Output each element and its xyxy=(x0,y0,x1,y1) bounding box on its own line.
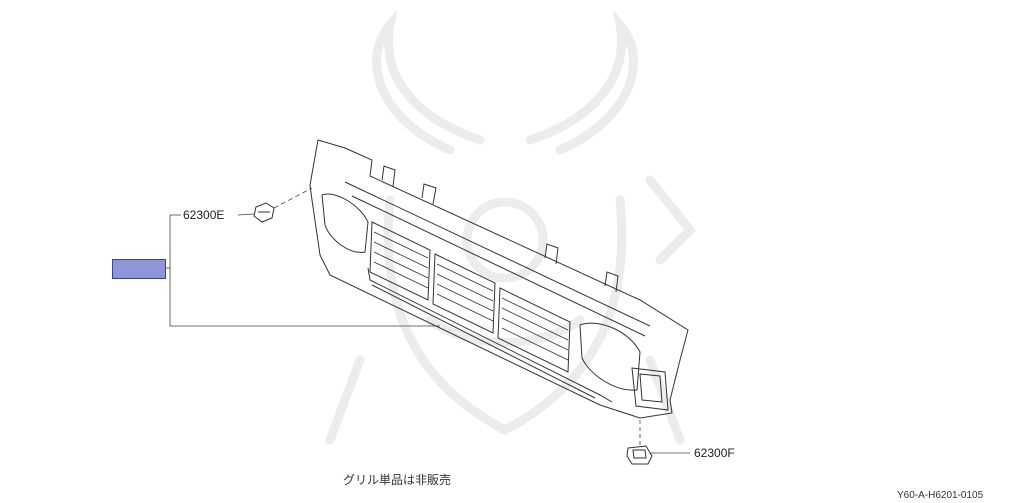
grille-part-highlight[interactable] xyxy=(112,259,166,279)
part-label-62300F[interactable]: 62300F xyxy=(694,446,735,460)
diagram-note: グリル単品は非販売 xyxy=(343,473,452,487)
part-label-62300E[interactable]: 62300E xyxy=(183,208,225,222)
watermark-logo xyxy=(325,9,697,445)
figure-code: Y60-A-H6201-0105 xyxy=(897,490,984,501)
clip-62300F xyxy=(626,445,653,465)
clip-62300E xyxy=(253,202,275,223)
grille-assembly xyxy=(309,139,689,419)
leader-lines xyxy=(166,187,690,454)
